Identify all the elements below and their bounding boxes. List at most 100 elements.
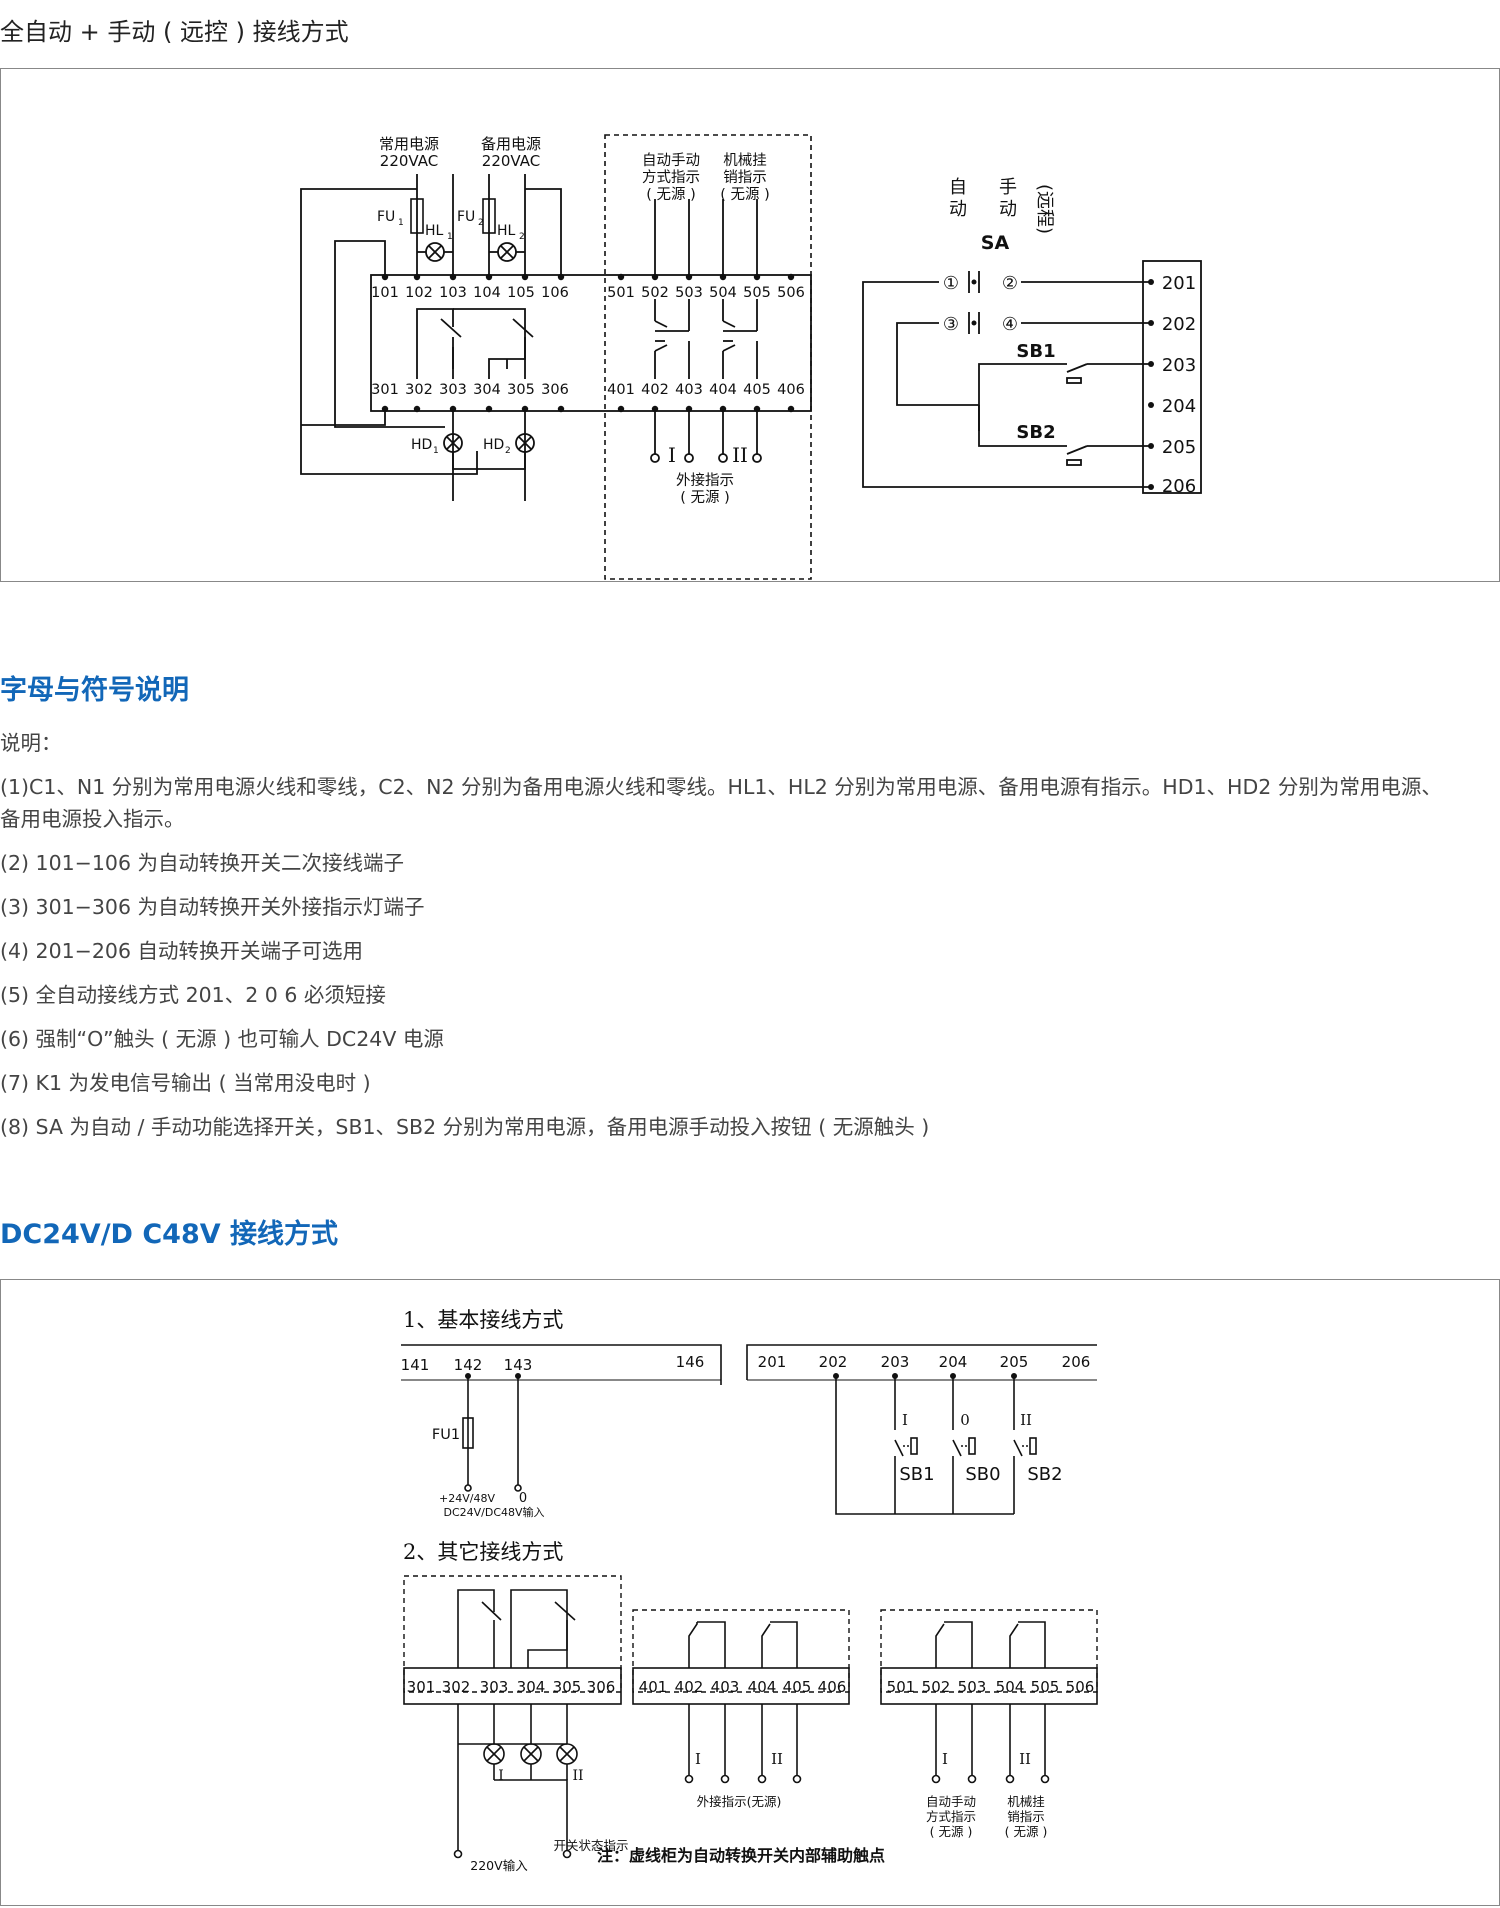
svg-text:501: 501 (887, 1678, 916, 1696)
svg-text:HD: HD (483, 437, 504, 453)
svg-text:I: I (695, 1750, 701, 1768)
svg-text:101: 101 (371, 285, 399, 301)
note-item: (8) SA 为自动 ∕ 手动功能选择开关，SB1、SB2 分别为常用电源，备用… (0, 1115, 930, 1139)
svg-text:2: 2 (505, 446, 511, 456)
note-item: (3) 301−306 为自动转换开关外接指示灯端子 (0, 895, 425, 919)
svg-text:II: II (771, 1750, 783, 1768)
svg-text:206: 206 (1162, 476, 1196, 497)
svg-text:SB1: SB1 (899, 1464, 934, 1485)
svg-text:0: 0 (960, 1411, 970, 1429)
svg-text:动: 动 (949, 199, 967, 220)
svg-text:II: II (732, 443, 748, 467)
svg-text:II: II (1019, 1750, 1031, 1768)
svg-text:( 无源 ): ( 无源 ) (930, 1824, 973, 1839)
svg-text:③: ③ (943, 314, 959, 335)
symbols-heading: 字母与符号说明 (0, 675, 189, 706)
svg-text:自: 自 (949, 177, 967, 198)
svg-text:SB0: SB0 (965, 1464, 1000, 1485)
svg-text:自动手动: 自动手动 (642, 152, 700, 169)
svg-text:205: 205 (1000, 1353, 1029, 1371)
note-item: (7) K1 为发电信号输出 ( 当常用没电时 ) (0, 1071, 371, 1095)
svg-text:FU1: FU1 (432, 1427, 460, 1443)
svg-text:404: 404 (709, 382, 737, 398)
svg-text:406: 406 (818, 1678, 847, 1696)
svg-text:( 无源 ): ( 无源 ) (680, 489, 730, 506)
svg-text:103: 103 (439, 285, 467, 301)
svg-text:403: 403 (675, 382, 703, 398)
fuse-fu1 (410, 198, 424, 234)
aux-contact-box (604, 134, 812, 580)
svg-text:402: 402 (675, 1678, 704, 1696)
svg-text:104: 104 (473, 285, 501, 301)
main-source-label: 常用电源 (379, 135, 439, 153)
svg-text:①: ① (943, 273, 959, 294)
wiring-diagram-dc: 1、基本接线方式 141 142 143 146 FU1 +24V/48V 0 … (401, 1308, 1098, 1873)
svg-text:304: 304 (473, 382, 501, 398)
svg-text:I: I (498, 1768, 504, 1784)
svg-text:SB2: SB2 (1016, 422, 1055, 443)
svg-text:406: 406 (777, 382, 805, 398)
svg-text:手: 手 (999, 177, 1017, 198)
diagram-note: 注：虚线柜为自动转换开关内部辅助触点 (597, 1846, 885, 1865)
svg-text:506: 506 (777, 285, 805, 301)
wiring-diagram-ac-panel: 常用电源 220VAC 备用电源 220VAC FU 1 FU 2 HL 1 H… (0, 68, 1500, 582)
wiring-diagram-dc-panel: 1、基本接线方式 141 142 143 146 FU1 +24V/48V 0 … (0, 1279, 1500, 1906)
svg-text:306: 306 (541, 382, 569, 398)
svg-text:外接指示: 外接指示 (676, 472, 734, 489)
svg-text:301: 301 (371, 382, 399, 398)
sa-terminal-block (1142, 260, 1202, 494)
svg-text:②: ② (1002, 273, 1018, 294)
svg-text:SB2: SB2 (1027, 1464, 1062, 1485)
svg-text:142: 142 (454, 1356, 483, 1374)
note-item: 备用电源投入指示。 (0, 807, 185, 831)
svg-text:HL: HL (425, 223, 444, 239)
svg-text:106: 106 (541, 285, 569, 301)
note-item: (5) 全自动接线方式 201、2 0 6 必须短接 (0, 983, 386, 1007)
svg-text:405: 405 (743, 382, 771, 398)
svg-text:1: 1 (433, 446, 439, 456)
svg-text:301: 301 (407, 1678, 436, 1696)
svg-text:( 无源 ): ( 无源 ) (1005, 1824, 1048, 1839)
svg-text:105: 105 (507, 285, 535, 301)
svg-text:DC24V/DC48V输入: DC24V/DC48V输入 (443, 1505, 544, 1519)
main-source-voltage: 220VAC (380, 152, 438, 170)
svg-text:2: 2 (519, 232, 525, 242)
svg-text:1: 1 (447, 232, 453, 242)
svg-text:201: 201 (758, 1353, 787, 1371)
svg-text:I: I (942, 1750, 948, 1768)
svg-text:开关状态指示: 开关状态指示 (553, 1838, 628, 1853)
svg-text:202: 202 (819, 1353, 848, 1371)
svg-text:501: 501 (607, 285, 635, 301)
svg-text:201: 201 (1162, 273, 1196, 294)
svg-text:302: 302 (405, 382, 433, 398)
fuse-fu2 (482, 198, 496, 234)
svg-text:(远程): (远程) (1034, 184, 1055, 234)
svg-text:402: 402 (641, 382, 669, 398)
svg-text:机械挂: 机械挂 (723, 152, 767, 169)
svg-text:505: 505 (743, 285, 771, 301)
svg-text:303: 303 (480, 1678, 509, 1696)
svg-text:0: 0 (519, 1491, 527, 1506)
note-item: (6) 强制“O”触头 ( 无源 ) 也可输人 DC24V 电源 (0, 1027, 444, 1051)
backup-source-label: 备用电源 (481, 135, 541, 153)
svg-text:方式指示: 方式指示 (642, 169, 700, 186)
svg-text:302: 302 (442, 1678, 471, 1696)
svg-text:自动手动: 自动手动 (926, 1794, 976, 1809)
svg-text:143: 143 (504, 1356, 533, 1374)
svg-text:503: 503 (958, 1678, 987, 1696)
page-title: 全自动 + 手动 ( 远控 ) 接线方式 (0, 18, 349, 46)
svg-text:305: 305 (507, 382, 535, 398)
svg-text:1: 1 (398, 218, 404, 228)
note-item: (2) 101−106 为自动转换开关二次接线端子 (0, 851, 405, 875)
svg-text:403: 403 (711, 1678, 740, 1696)
svg-text:动: 动 (999, 199, 1017, 220)
note-item: (4) 201−206 自动转换开关端子可选用 (0, 939, 364, 963)
svg-text:2: 2 (478, 218, 484, 228)
other-wiring-title: 2、其它接线方式 (403, 1540, 563, 1564)
svg-text:506: 506 (1066, 1678, 1095, 1696)
svg-text:303: 303 (439, 382, 467, 398)
notes-intro: 说明： (0, 731, 62, 755)
svg-text:102: 102 (405, 285, 433, 301)
svg-text:④: ④ (1002, 314, 1018, 335)
notes-list: 说明： (1)C1、N1 分别为常用电源火线和零线，C2、N2 分别为备用电源火… (0, 727, 1500, 1143)
